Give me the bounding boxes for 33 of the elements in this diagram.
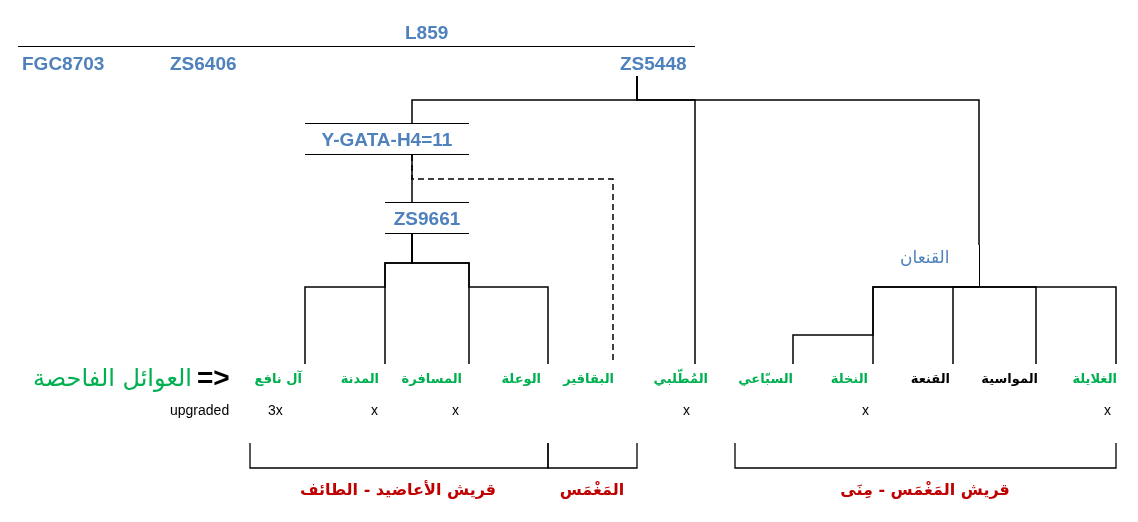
group-label: قريش الأعاضيد - الطائف bbox=[299, 479, 497, 501]
tested-mark: x bbox=[452, 401, 459, 419]
group-label: قريش المَغْمَس - مِنَى bbox=[840, 479, 1010, 501]
tested-mark: x bbox=[862, 401, 869, 419]
tested-mark: x bbox=[371, 401, 378, 419]
snp-label: FGC8703 bbox=[22, 51, 105, 76]
family-name: الغلايلة bbox=[1072, 364, 1120, 392]
tested-mark: x bbox=[1104, 401, 1111, 419]
pointer-text: => bbox=[197, 363, 230, 393]
snp-label: ZS5448 bbox=[620, 50, 687, 76]
tree-line bbox=[952, 286, 980, 365]
family-name: الوعلة bbox=[501, 364, 551, 392]
family-name: البقاقير bbox=[563, 364, 617, 392]
snp-band: ZS9661 bbox=[385, 202, 469, 234]
tested-mark: 3x bbox=[268, 401, 283, 419]
family-name: المواسية bbox=[981, 364, 1041, 392]
family-name: النخلة bbox=[830, 364, 876, 392]
tree-line bbox=[636, 75, 980, 246]
branch-label: L859 bbox=[18, 19, 695, 47]
snp-band: Y-GATA-H4=11 bbox=[305, 123, 469, 155]
tested-mark: x bbox=[683, 401, 690, 419]
family-name: القنعة bbox=[910, 364, 956, 392]
family-name: المسافرة bbox=[401, 364, 472, 392]
group-label: المَغْمَس bbox=[559, 479, 625, 501]
family-name: المدنة bbox=[340, 364, 388, 392]
family-name: آل نافع bbox=[254, 364, 308, 392]
tested-families-label: العوائل الفاحصة bbox=[32, 363, 192, 394]
family-name: المُطّلبي bbox=[653, 364, 711, 392]
snp-label: ZS6406 bbox=[170, 51, 237, 76]
note-text: upgraded bbox=[170, 401, 230, 419]
family-name: السبّاعي bbox=[738, 364, 796, 392]
clade-label: القنعان bbox=[900, 245, 980, 287]
tree-line bbox=[978, 286, 1117, 365]
